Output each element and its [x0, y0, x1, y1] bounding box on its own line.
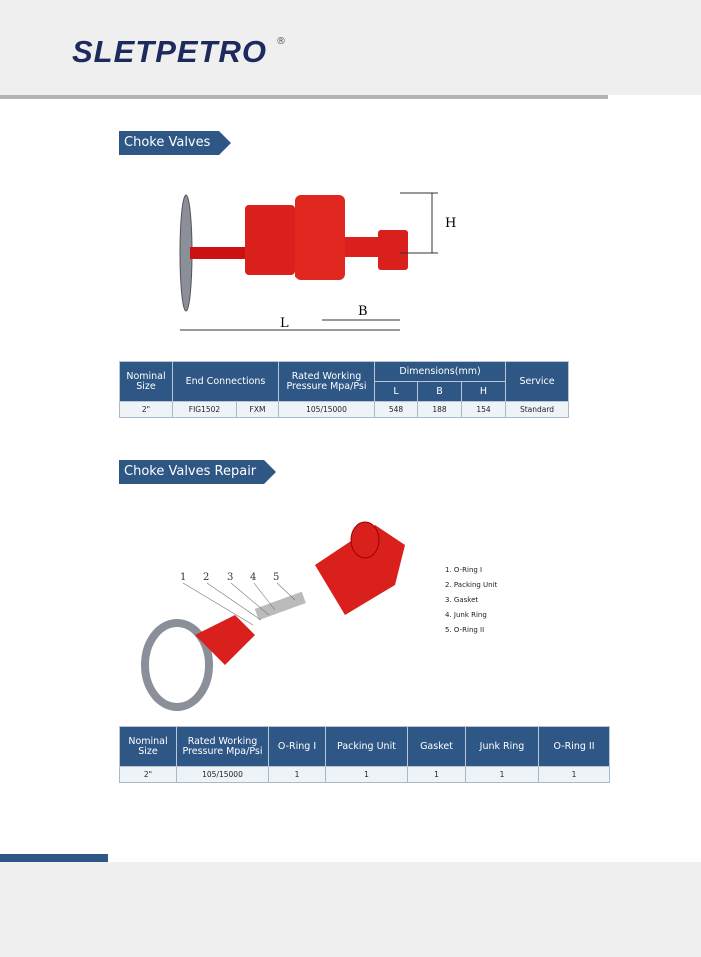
cell: 1 — [407, 766, 466, 783]
cell-b: 188 — [417, 401, 462, 418]
callout-2: 2 — [203, 572, 209, 583]
callout-3: 3 — [227, 572, 233, 583]
legend-item: 5. O-Ring II — [445, 626, 485, 634]
th-nominal-size: Nominal Size — [119, 361, 173, 402]
dim-label-h: H — [445, 216, 456, 231]
cell-l: 548 — [374, 401, 418, 418]
footer-band — [0, 862, 701, 957]
th-packing-unit: Packing Unit — [325, 726, 408, 767]
th-o-ring-1: O-Ring I — [268, 726, 326, 767]
cell-pressure: 105/15000 — [278, 401, 375, 418]
cell-h: 154 — [461, 401, 506, 418]
header-divider — [0, 95, 608, 99]
cell-end1: FIG1502 — [172, 401, 237, 418]
th-pressure: Rated Working Pressure Mpa/Psi — [278, 361, 375, 402]
callout-4: 4 — [250, 572, 256, 583]
repair-kit-drawing: 1 2 3 4 5 — [141, 521, 405, 711]
th-o-ring-2: O-Ring II — [538, 726, 610, 767]
th-l: L — [374, 381, 418, 402]
choke-valve-table: Nominal Size End Connections Rated Worki… — [119, 361, 569, 418]
th-h: H — [461, 381, 506, 402]
th-gasket: Gasket — [407, 726, 466, 767]
choke-valve-drawing: L B H — [179, 192, 456, 331]
cell: 1 — [325, 766, 408, 783]
cell: 2" — [119, 766, 177, 783]
th-pressure: Rated Working Pressure Mpa/Psi — [176, 726, 269, 767]
cell-size: 2" — [119, 401, 173, 418]
cell: 1 — [268, 766, 326, 783]
cell: 1 — [538, 766, 610, 783]
th-service: Service — [505, 361, 569, 402]
repair-kit-table: Nominal Size Rated Working Pressure Mpa/… — [119, 726, 610, 783]
cell: 105/15000 — [176, 766, 269, 783]
legend-item: 3. Gasket — [445, 596, 479, 604]
section-title-choke-valves: Choke Valves — [119, 131, 231, 155]
callout-5: 5 — [273, 572, 279, 583]
cell: 1 — [465, 766, 539, 783]
dim-label-l: L — [280, 316, 289, 331]
legend-item: 1. O-Ring I — [445, 566, 483, 574]
table-row: 2" 105/15000 1 1 1 1 1 — [119, 766, 610, 783]
registered-mark: ® — [276, 36, 286, 47]
table-row: 2" FIG1502 FXM 105/15000 548 188 154 Sta… — [119, 401, 569, 418]
cell-end2: FXM — [236, 401, 279, 418]
section-title-repair-kit: Choke Valves Repair Kit — [119, 460, 276, 484]
th-b: B — [417, 381, 462, 402]
footer-accent-bar — [0, 854, 108, 862]
th-junk-ring: Junk Ring — [465, 726, 539, 767]
dim-label-b: B — [358, 304, 368, 319]
header-band — [0, 0, 701, 95]
callout-1: 1 — [180, 572, 186, 583]
th-dimensions: Dimensions(mm) — [374, 361, 506, 382]
th-end-connections: End Connections — [172, 361, 279, 402]
parts-legend: 1. O-Ring I 2. Packing Unit 3. Gasket 4.… — [445, 563, 497, 638]
logo: SLETPETRO — [72, 34, 268, 69]
th-nominal-size: Nominal Size — [119, 726, 177, 767]
legend-item: 2. Packing Unit — [445, 581, 498, 589]
legend-item: 4. Junk Ring — [445, 611, 487, 619]
cell-service: Standard — [505, 401, 569, 418]
